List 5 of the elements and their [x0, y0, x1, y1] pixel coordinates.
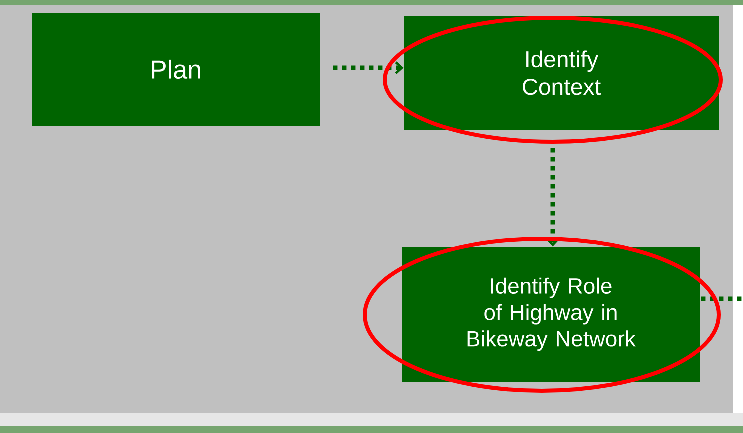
- arrow: [546, 148, 560, 247]
- process-box: Identify Role of Highway in Bikeway Network: [402, 247, 700, 382]
- process-box: Plan: [32, 13, 320, 126]
- arrow: [333, 62, 404, 74]
- process-box: Identify Context: [404, 16, 720, 130]
